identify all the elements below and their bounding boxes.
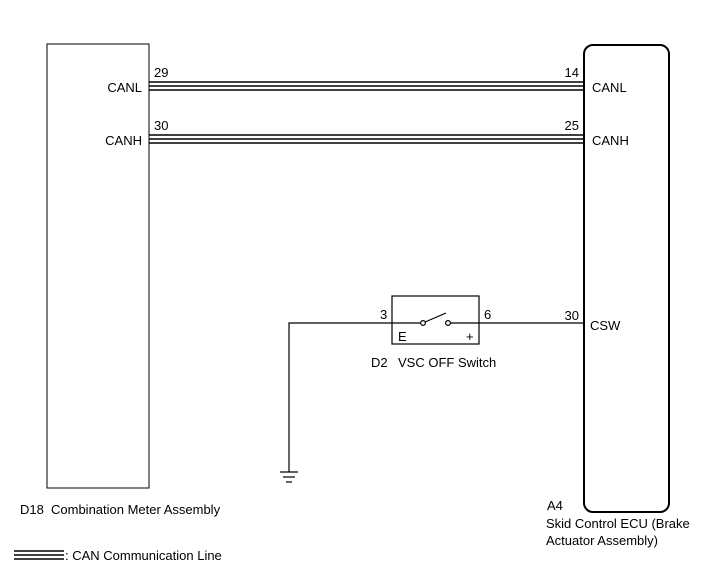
ecu-canl-pin: 14 bbox=[565, 65, 579, 80]
canl-bus-line bbox=[149, 81, 584, 91]
switch-name: VSC OFF Switch bbox=[398, 355, 496, 370]
ecu-canl-label: CANL bbox=[592, 80, 627, 95]
meter-canh-label: CANH bbox=[105, 133, 142, 148]
ground-icon bbox=[280, 471, 298, 483]
meter-name: Combination Meter Assembly bbox=[51, 502, 221, 517]
switch-pin-e: 3 bbox=[380, 307, 387, 322]
canh-bus-line bbox=[149, 134, 584, 144]
switch-plus-label: + bbox=[466, 329, 474, 344]
switch-contact-right bbox=[445, 320, 452, 327]
ecu-canh-label: CANH bbox=[592, 133, 629, 148]
meter-canl-pin: 29 bbox=[154, 65, 168, 80]
ecu-csw-label: CSW bbox=[590, 318, 621, 333]
skid-control-ecu-box bbox=[583, 44, 670, 513]
switch-e-label: E bbox=[398, 329, 407, 344]
switch-contact-left bbox=[420, 320, 427, 327]
meter-canh-pin: 30 bbox=[154, 118, 168, 133]
ecu-name-line2: Actuator Assembly) bbox=[546, 533, 658, 548]
ground-wire bbox=[288, 322, 392, 472]
vsc-off-switch-box bbox=[391, 295, 480, 345]
legend-can-line-swatch bbox=[14, 550, 64, 560]
switch-pin-plus: 6 bbox=[484, 307, 491, 322]
ecu-ref: A4 bbox=[547, 498, 563, 513]
meter-canl-label: CANL bbox=[107, 80, 142, 95]
switch-ref: D2 bbox=[371, 355, 388, 370]
ecu-canh-pin: 25 bbox=[565, 118, 579, 133]
ecu-csw-pin: 30 bbox=[565, 308, 579, 323]
ecu-name-line1: Skid Control ECU (Brake bbox=[546, 516, 690, 531]
legend-label: : CAN Communication Line bbox=[65, 548, 222, 563]
meter-ref: D18 bbox=[20, 502, 44, 517]
switch-lever bbox=[424, 312, 447, 323]
combination-meter-box bbox=[46, 43, 150, 489]
